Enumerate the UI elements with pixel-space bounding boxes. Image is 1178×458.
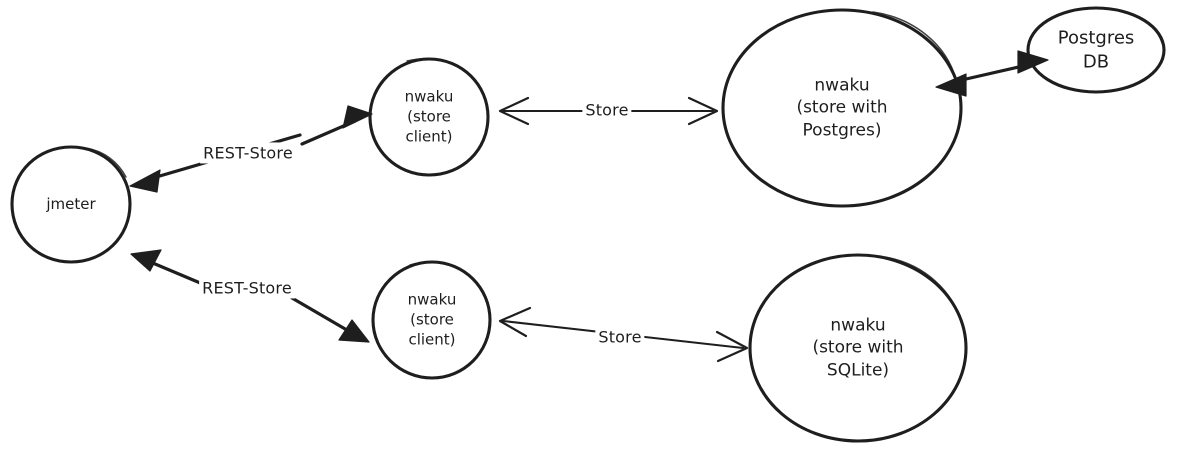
store-client-bottom-circle-outline [371, 260, 492, 380]
nwaku-sqlite-circle-outline [748, 253, 968, 443]
edge-client-top-to-postgres[interactable] [498, 96, 719, 126]
jmeter-circle-outline [10, 145, 132, 264]
store-client-bottom-circle-sketch-stroke [409, 261, 463, 272]
edge-client-bottom-to-sqlite[interactable] [498, 306, 749, 363]
edge-jmeter-to-client-bottom-line-right [290, 296, 354, 335]
edge-jmeter-to-client-bottom-arrowhead-left [130, 249, 162, 272]
edge-jmeter-to-client-top-line-left [144, 133, 302, 182]
edge-client-top-to-postgres-arrowhead-right [687, 96, 719, 126]
nwaku-postgres-ellipse-sketch-stroke [872, 11, 957, 81]
postgres-db-ellipse-sketch-stroke [1109, 8, 1163, 44]
store-client-top-circle-outline [368, 57, 490, 177]
edge-client-bottom-to-sqlite-arrowhead-right [715, 330, 749, 363]
node-postgres-db[interactable] [1026, 6, 1166, 94]
jmeter-circle-sketch-stroke [85, 147, 127, 178]
edge-jmeter-to-client-bottom-line-left [146, 259, 207, 287]
store-client-top-circle-sketch-stroke [406, 57, 459, 67]
edge-postgres-to-db-arrowhead-right [1017, 50, 1049, 74]
edge-jmeter-to-client-bottom[interactable] [130, 249, 370, 343]
edge-client-bottom-to-sqlite-arrowhead-left [498, 306, 532, 338]
edge-jmeter-to-client-top-arrowhead-left [129, 169, 161, 193]
node-store-client-bottom[interactable] [371, 260, 492, 380]
edge-postgres-to-db-arrowhead-left [935, 73, 967, 97]
nwaku-sqlite-circle-sketch-stroke [884, 256, 963, 326]
nwaku-postgres-ellipse-outline [721, 8, 963, 208]
edge-jmeter-to-client-bottom-arrowhead-right [338, 319, 370, 343]
node-nwaku-postgres[interactable] [721, 8, 963, 208]
node-jmeter[interactable] [10, 145, 132, 264]
node-store-client-top[interactable] [368, 57, 490, 177]
edge-client-top-to-postgres-arrowhead-left [498, 96, 530, 126]
edge-client-bottom-to-sqlite-line [502, 320, 744, 349]
postgres-db-ellipse-outline [1026, 6, 1166, 94]
edge-jmeter-to-client-top[interactable] [129, 105, 373, 193]
edge-postgres-to-db[interactable] [935, 50, 1049, 97]
edge-jmeter-to-client-top-arrowhead-right [342, 105, 373, 129]
node-nwaku-sqlite[interactable] [748, 253, 968, 443]
